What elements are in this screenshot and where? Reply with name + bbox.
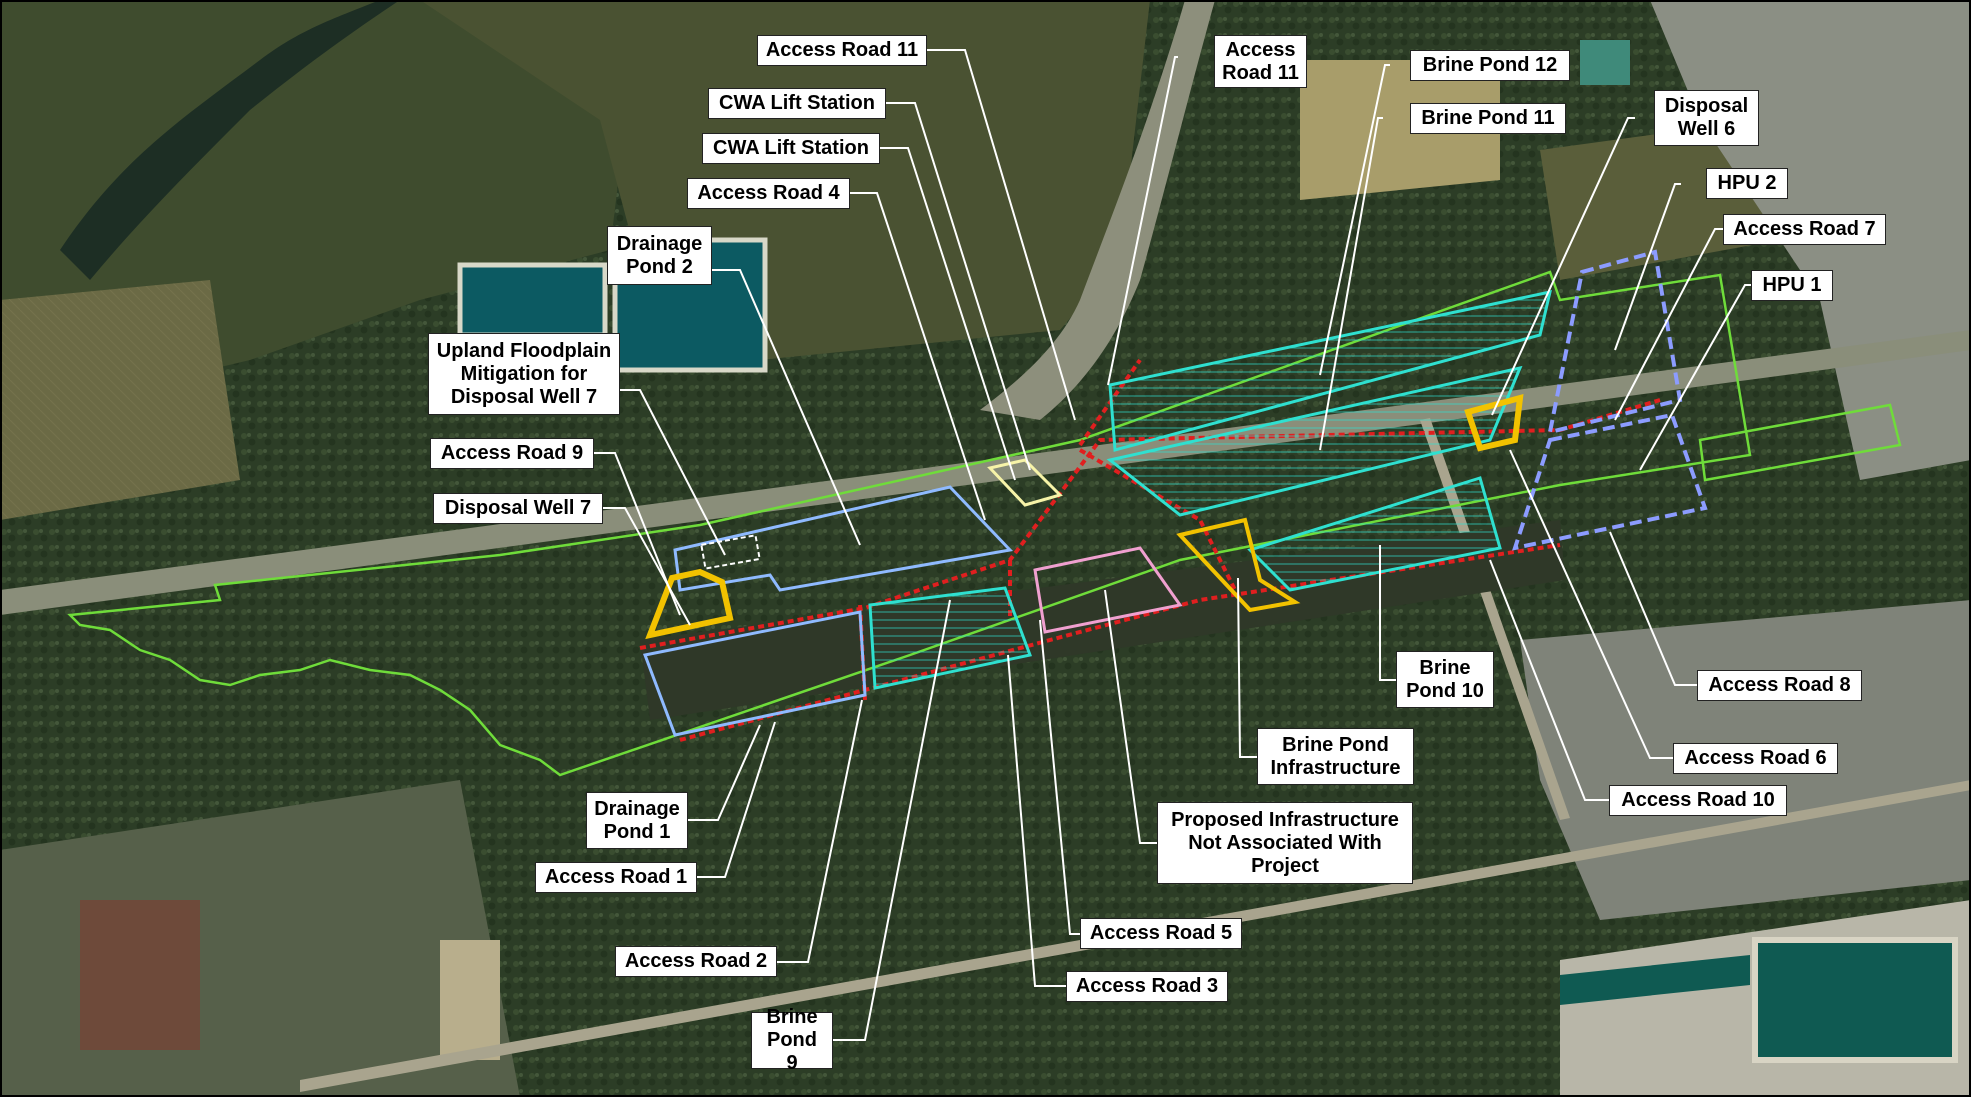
leader-access-road-4	[850, 192, 986, 521]
north-tan-field	[1300, 60, 1500, 200]
label-access-road-8: Access Road 8	[1697, 670, 1862, 701]
leader-brine-pond-10	[1379, 545, 1396, 681]
label-brine-pond-12: Brine Pond 12	[1410, 50, 1570, 81]
label-cwa-lift-station-a: CWA Lift Station	[708, 88, 886, 119]
label-access-road-1: Access Road 1	[535, 862, 697, 893]
southwest-lot	[440, 940, 500, 1060]
label-hpu-2: HPU 2	[1706, 168, 1788, 199]
label-access-road-3: Access Road 3	[1066, 971, 1228, 1002]
upland-mitigation-outline	[700, 534, 761, 570]
leader-cwa-lift-station-a	[886, 102, 1031, 471]
callout-leaders	[594, 49, 1751, 1041]
label-cwa-lift-station-b: CWA Lift Station	[702, 133, 880, 164]
label-access-road-6: Access Road 6	[1673, 743, 1838, 774]
leader-access-road-6	[1509, 449, 1673, 759]
highway-curve	[980, 0, 1215, 420]
southwest-lot-2	[80, 900, 200, 1050]
hpu-1-outline	[1512, 412, 1708, 551]
label-brine-pond-infrastructure: Brine Pond Infrastructure	[1257, 728, 1414, 785]
label-disposal-well-7: Disposal Well 7	[433, 493, 603, 524]
label-drainage-pond-1: Drainage Pond 1	[586, 792, 688, 849]
access-road-main	[639, 358, 1661, 742]
brine-pond-11-outline	[1106, 365, 1523, 517]
northeast-field	[1540, 120, 1780, 280]
leader-disposal-well-7	[603, 507, 691, 626]
drainage-pond-1-outline	[642, 610, 867, 737]
label-access-road-5: Access Road 5	[1080, 918, 1242, 949]
canal-water	[1560, 955, 1750, 1005]
north-pond-west	[457, 262, 608, 338]
label-access-road-4: Access Road 4	[687, 178, 850, 209]
not-associated-outline	[1033, 546, 1183, 634]
label-hpu-1: HPU 1	[1751, 270, 1833, 301]
industrial-pond-1	[1752, 937, 1958, 1063]
label-access-road-10: Access Road 10	[1609, 785, 1787, 816]
leader-brine-pond-infrastructure	[1237, 577, 1257, 758]
leader-disposal-well-6	[1491, 117, 1635, 416]
leader-drainage-pond-2	[712, 269, 861, 546]
label-brine-pond-11: Brine Pond 11	[1410, 103, 1566, 134]
label-access-road-7: Access Road 7	[1723, 214, 1886, 245]
leader-hpu-1	[1639, 284, 1751, 471]
brine-pond-12-outline	[1108, 290, 1552, 452]
label-access-road-2: Access Road 2	[615, 946, 777, 977]
leader-access-road-7	[1614, 228, 1723, 421]
label-proposed-infrastructure: Proposed Infrastructure Not Associated W…	[1157, 802, 1413, 884]
leader-access-road-1	[697, 721, 776, 878]
leader-access-road-9	[594, 452, 681, 616]
label-access-road-11-b: Access Road 11	[1214, 35, 1307, 88]
disposal-well-6-outline	[1464, 393, 1524, 452]
leader-access-road-11-b	[1107, 56, 1178, 386]
leader-drainage-pond-1	[688, 724, 761, 821]
lift-station-outline	[987, 458, 1063, 507]
drainage-pond-2-outline	[673, 485, 1014, 592]
leader-access-road-10	[1489, 559, 1609, 801]
label-upland-floodplain: Upland Floodplain Mitigation for Disposa…	[428, 333, 620, 415]
label-access-road-11-a: Access Road 11	[757, 35, 927, 66]
leader-access-road-8	[1609, 531, 1697, 686]
study-boundary	[67, 270, 1752, 777]
leader-proposed-infrastructure	[1104, 589, 1157, 844]
label-disposal-well-6: Disposal Well 6	[1654, 90, 1759, 146]
label-drainage-pond-2: Drainage Pond 2	[607, 226, 712, 285]
label-brine-pond-9: Brine Pond 9	[751, 1006, 833, 1074]
leader-brine-pond-9	[833, 599, 951, 1041]
leader-access-road-2	[777, 699, 863, 963]
leader-access-road-11-a	[927, 49, 1076, 421]
west-field	[0, 280, 240, 520]
leader-hpu-2	[1614, 183, 1681, 351]
label-access-road-9: Access Road 9	[430, 438, 594, 469]
leader-access-road-3	[1007, 654, 1066, 987]
study-boundary-east	[1698, 403, 1902, 482]
brine-pond-9-outline	[868, 586, 1033, 690]
label-brine-pond-10: Brine Pond 10	[1396, 651, 1494, 708]
industrial-pond-2	[1580, 40, 1630, 85]
leader-cwa-lift-station-b	[880, 147, 1016, 481]
brine-pond-10-outline	[1247, 476, 1502, 592]
leader-brine-pond-11	[1319, 117, 1383, 451]
leader-brine-pond-12	[1319, 64, 1390, 376]
leader-upland-floodplain	[620, 389, 726, 556]
leader-access-road-5	[1039, 619, 1080, 935]
northwest-water-channel	[60, 0, 400, 280]
